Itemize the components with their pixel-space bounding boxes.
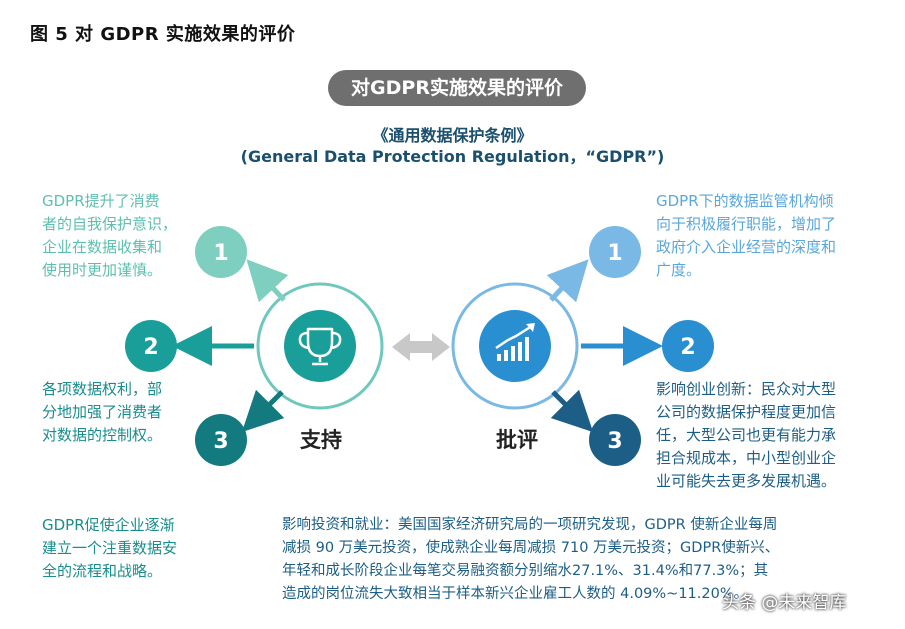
text-line: 建立一个注重数据安	[42, 539, 178, 557]
text-line: 业可能失去更多发展机遇。	[656, 472, 837, 490]
double-arrow	[392, 333, 450, 361]
trophy-icon	[298, 327, 342, 366]
support-node-2	[125, 320, 177, 372]
critique-node-2	[662, 320, 714, 372]
text-line: 分地加强了消费者	[42, 403, 163, 421]
support-hub-ring	[256, 282, 384, 410]
text-line: 年轻和成长阶段企业每笔交易融资额分别缩水27.1%、31.4%和77.3%；其	[282, 563, 769, 579]
text-line: GDPR促使企业逐渐	[42, 516, 175, 534]
text-line: 担合规成本，中小型创业企	[656, 449, 837, 467]
text-line: 影响投资和就业：美国国家经济研究局的一项研究发现，GDPR 使新企业每周	[282, 517, 778, 533]
text-line: 政府介入企业经营的深度和	[656, 238, 837, 256]
support-node-3-num: 3	[213, 429, 228, 454]
text-line: 任，大型公司也更有能力承	[656, 426, 837, 444]
critique-node-1-num: 1	[607, 241, 622, 266]
text-line: GDPR提升了消费	[42, 192, 160, 210]
critique-hub-ring	[451, 282, 579, 410]
growth-chart-icon	[495, 323, 535, 361]
critique-point-3-text: 影响投资和就业：美国国家经济研究局的一项研究发现，GDPR 使新企业每周 减损 …	[282, 514, 779, 606]
text-line: 各项数据权利，部	[42, 380, 163, 398]
text-line: 全的流程和战略。	[42, 562, 163, 580]
text-line: 广度。	[656, 261, 702, 279]
support-node-1-num: 1	[213, 241, 228, 266]
support-node-3	[195, 414, 247, 466]
critique-point-2-text: 影响创业创新：民众对大型 公司的数据保护程度更加信 任，大型公司也更有能力承 担…	[656, 378, 836, 493]
text-line: GDPR下的数据监管机构倾	[656, 192, 834, 210]
critique-label: 批评	[496, 428, 538, 452]
watermark: 头条 @未来智库	[722, 593, 847, 613]
header-pill: 对GDPR实施效果的评价	[328, 70, 586, 106]
support-label: 支持	[300, 428, 342, 452]
text-line: 对数据的控制权。	[42, 426, 163, 444]
critique-point-1-text: GDPR下的数据监管机构倾 向于积极履行职能，增加了 政府介入企业经营的深度和 …	[656, 190, 836, 282]
support-hub-core	[284, 310, 356, 382]
critique-node-2-num: 2	[680, 335, 695, 360]
subtitle-en: (General Data Protection Regulation，“GDP…	[240, 147, 665, 166]
text-line: 影响创业创新：民众对大型	[656, 380, 837, 398]
text-line: 企业在数据收集和	[42, 238, 163, 256]
text-line: 者的自我保护意识，	[42, 215, 178, 233]
text-line: 造成的岗位流失大致相当于样本新兴企业雇工人数的 4.09%~11.20%。	[282, 586, 749, 602]
critique-node-3	[589, 414, 641, 466]
support-point-2-text: 各项数据权利，部 分地加强了消费者 对数据的控制权。	[42, 378, 162, 447]
text-line: 公司的数据保护程度更加信	[656, 403, 837, 421]
support-point-1-text: GDPR提升了消费 者的自我保护意识， 企业在数据收集和 使用时更加谨慎。	[42, 190, 177, 282]
support-point-3-text: GDPR促使企业逐渐 建立一个注重数据安 全的流程和战略。	[42, 514, 177, 583]
text-line: 向于积极履行职能，增加了	[656, 215, 837, 233]
text-line: 减损 90 万美元投资，使成熟企业每周减损 710 万美元投资；GDPR使新兴、	[282, 540, 780, 556]
support-node-1	[195, 226, 247, 278]
critique-node-3-num: 3	[607, 429, 622, 454]
critique-node-1	[589, 226, 641, 278]
text-line: 使用时更加谨慎。	[42, 261, 163, 279]
subtitle-cn: 《通用数据保护条例》	[372, 126, 533, 145]
support-node-2-num: 2	[143, 335, 158, 360]
figure-title: 图 5 对 GDPR 实施效果的评价	[30, 24, 296, 45]
